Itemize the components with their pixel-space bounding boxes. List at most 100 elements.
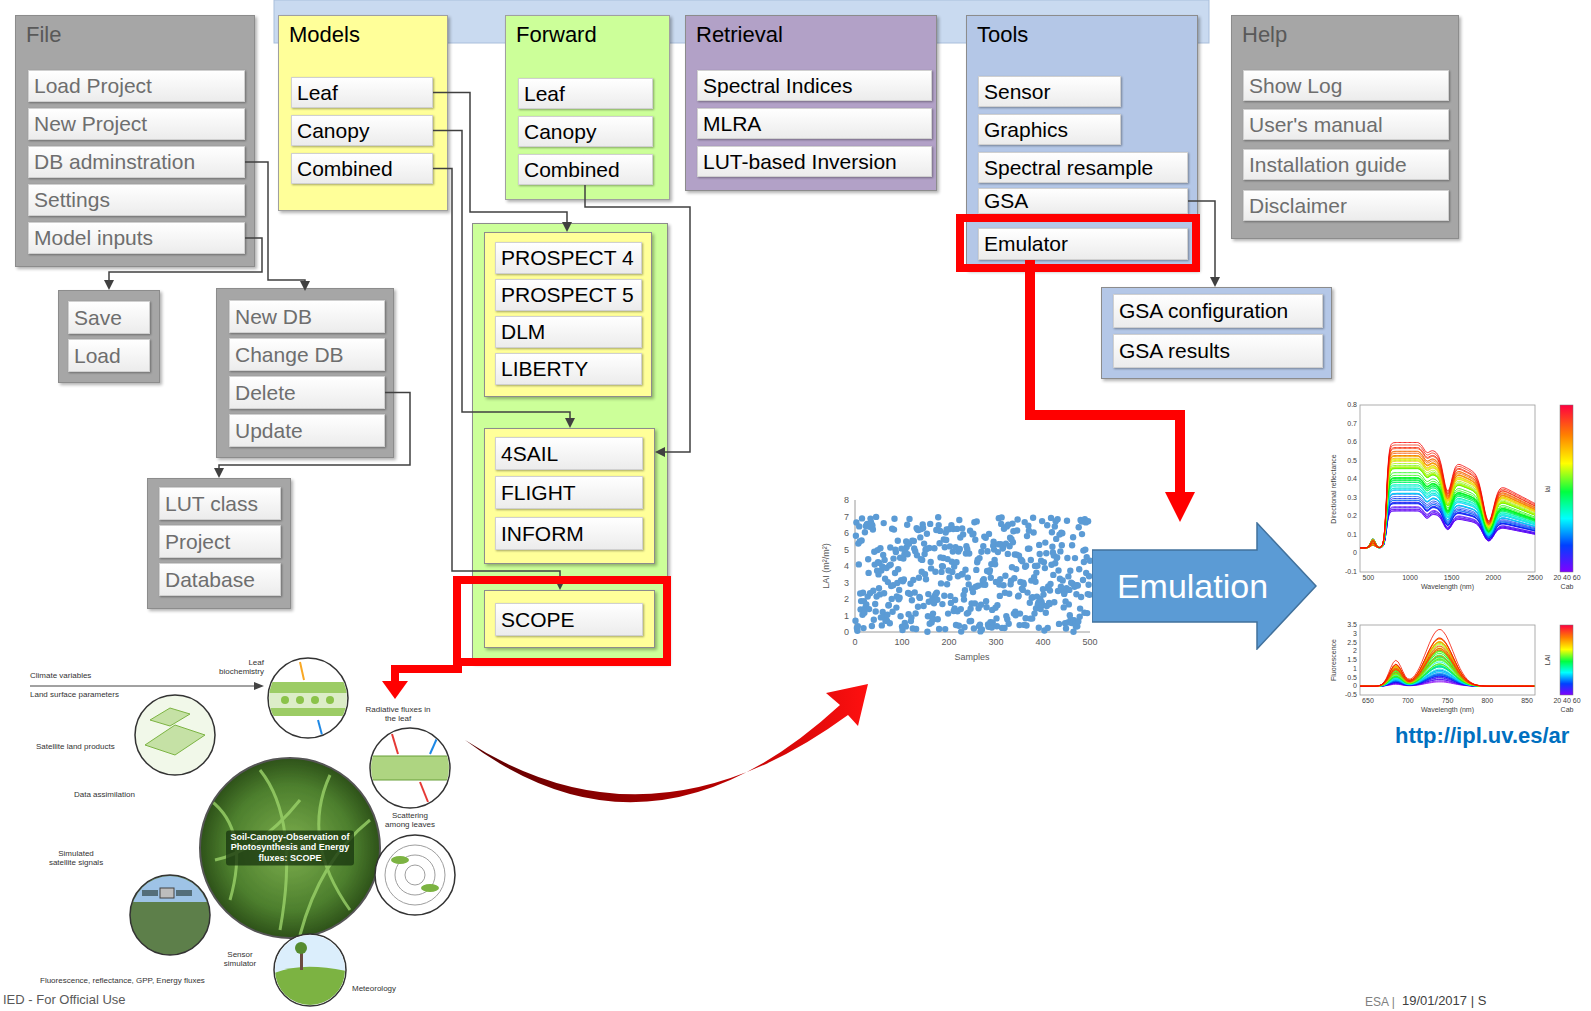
scatter-point xyxy=(954,608,960,614)
scatter-point xyxy=(994,623,1000,629)
menu-label: Delete xyxy=(235,381,296,405)
scatter-point xyxy=(880,609,886,615)
scatter-point xyxy=(1066,601,1072,607)
scatter-point xyxy=(923,546,929,552)
spectrum-line xyxy=(1360,468,1535,548)
scatter-point xyxy=(1021,519,1027,525)
scatter-point xyxy=(1056,531,1062,537)
menu-item: 4SAIL xyxy=(495,437,643,470)
chart-text: 1.5 xyxy=(1347,656,1357,664)
spectrum-line xyxy=(1360,486,1535,548)
spectrum-line xyxy=(1360,488,1535,548)
scatter-point xyxy=(965,609,971,615)
spectrum-line xyxy=(1360,494,1535,548)
scatter-point xyxy=(938,569,944,575)
scatter-point xyxy=(974,559,980,565)
spectrum-line xyxy=(1360,482,1535,548)
spectrum-line xyxy=(1360,504,1535,548)
chart-text: 6 xyxy=(844,528,849,538)
scatter-point xyxy=(1028,557,1034,563)
scatter-point xyxy=(893,604,899,610)
chart-text: 300 xyxy=(988,637,1003,647)
scatter-point xyxy=(1015,593,1021,599)
scatter-point xyxy=(1004,523,1010,529)
menu-item: Installation guide xyxy=(1243,149,1449,180)
scatter-point xyxy=(993,579,999,585)
scatter-point xyxy=(852,618,858,624)
spectrum-line xyxy=(1360,639,1534,686)
spectrum-line xyxy=(1360,660,1534,686)
menu-label: User's manual xyxy=(1249,113,1383,137)
scatter-point xyxy=(1055,567,1061,573)
scatter-point xyxy=(975,605,981,611)
spectrum-line xyxy=(1360,511,1535,548)
scatter-point xyxy=(1077,614,1083,620)
scatter-point xyxy=(1052,560,1058,566)
scatter-point xyxy=(891,526,897,532)
scatter-point xyxy=(1012,551,1018,557)
menu-item: Disclaimer xyxy=(1243,190,1449,221)
spectrum-line xyxy=(1360,468,1535,548)
menu-label: Project xyxy=(165,530,230,554)
connector xyxy=(219,393,410,469)
menu-item: Database xyxy=(159,563,281,596)
menu-item: DB adminstration xyxy=(28,146,245,178)
scatter-point xyxy=(920,603,926,609)
spectrum-line xyxy=(1360,497,1535,548)
spectrum-line xyxy=(1360,674,1534,686)
scatter-point xyxy=(892,570,898,576)
chart-text: 750 xyxy=(1442,697,1454,705)
scatter-point xyxy=(1024,533,1030,539)
menu-item: Spectral Indices xyxy=(697,70,932,101)
spectrum-line xyxy=(1360,645,1534,687)
scatter-point xyxy=(950,526,956,532)
spectrum-line xyxy=(1360,667,1534,686)
menu-label: Installation guide xyxy=(1249,153,1407,177)
scatter-point xyxy=(1035,602,1041,608)
spectrum-line xyxy=(1360,481,1535,548)
scatter-point xyxy=(881,557,887,563)
arrow-shape xyxy=(1092,523,1316,649)
scatter-point xyxy=(992,561,998,567)
scatter-point xyxy=(1030,515,1036,521)
scatter-point xyxy=(1026,545,1032,551)
scatter-point xyxy=(909,597,915,603)
scatter-point xyxy=(1051,552,1057,558)
scatter-point xyxy=(873,608,879,614)
scatter-point xyxy=(964,610,970,616)
menu-item: Leaf xyxy=(291,77,433,108)
spectrum-line xyxy=(1360,488,1535,548)
menu-label: FLIGHT xyxy=(501,481,576,505)
spectrum-line xyxy=(1360,478,1535,548)
scatter-point xyxy=(1047,587,1053,593)
spectrum-line xyxy=(1360,672,1534,686)
scatter-point xyxy=(984,568,990,574)
scatter-point xyxy=(1045,625,1051,631)
menu-label: DLM xyxy=(501,320,545,344)
scatter-point xyxy=(861,610,867,616)
scatter-point xyxy=(855,623,861,629)
scatter-point xyxy=(952,597,958,603)
scatter-point xyxy=(1065,573,1071,579)
scatter-point xyxy=(1047,581,1053,587)
model-panel: PROSPECT 4PROSPECT 5DLMLIBERTY xyxy=(484,232,652,397)
menu-label: Show Log xyxy=(1249,74,1342,98)
scatter-point xyxy=(1015,593,1021,599)
red-arrow-head xyxy=(382,681,408,699)
scatter-point xyxy=(864,521,870,527)
menu-item: LUT class xyxy=(159,487,281,520)
scatter-point xyxy=(1070,629,1076,635)
scatter-point xyxy=(1037,551,1043,557)
scatter-point xyxy=(1026,528,1032,534)
spectrum-line xyxy=(1360,485,1535,548)
reflectance-curves xyxy=(1360,443,1535,548)
scatter-point xyxy=(889,596,895,602)
menu-item: GSA configuration xyxy=(1113,294,1323,328)
scatter-point xyxy=(854,625,860,631)
scatter-point xyxy=(988,561,994,567)
chart-text: 0.6 xyxy=(1347,438,1357,446)
scatter-point xyxy=(1052,523,1058,529)
scatter-point xyxy=(1042,539,1048,545)
menu-label: Spectral resample xyxy=(984,156,1153,180)
scatter-point xyxy=(972,600,978,606)
